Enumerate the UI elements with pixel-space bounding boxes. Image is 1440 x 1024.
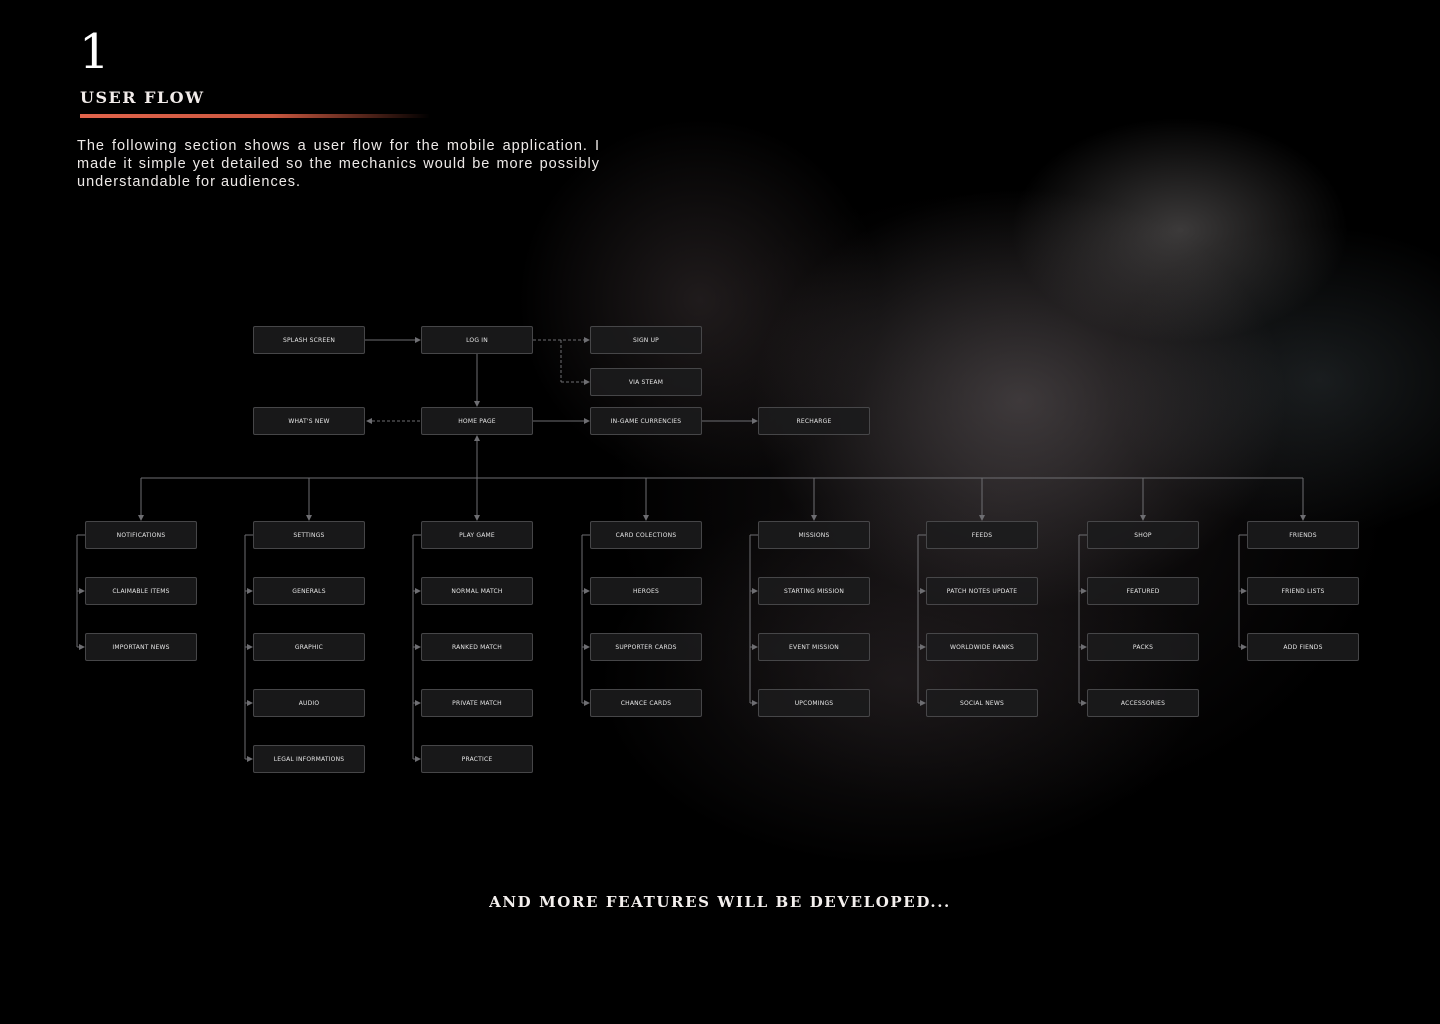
section-item-graphic[interactable]: GRAPHIC [253, 633, 365, 661]
node-in-game-currencies[interactable]: IN-GAME CURRENCIES [590, 407, 702, 435]
section-header-friends[interactable]: FRIENDS [1247, 521, 1359, 549]
section-header-card-colections[interactable]: CARD COLECTIONS [590, 521, 702, 549]
section-item-patch-notes-update[interactable]: PATCH NOTES UPDATE [926, 577, 1038, 605]
page-number: 1 [79, 24, 110, 80]
section-item-normal-match[interactable]: NORMAL MATCH [421, 577, 533, 605]
section-item-social-news[interactable]: SOCIAL NEWS [926, 689, 1038, 717]
node-via-steam[interactable]: VIA STEAM [590, 368, 702, 396]
section-description: The following section shows a user flow … [77, 138, 600, 190]
section-item-ranked-match[interactable]: RANKED MATCH [421, 633, 533, 661]
section-item-chance-cards[interactable]: CHANCE CARDS [590, 689, 702, 717]
title-underline [80, 114, 430, 118]
section-item-private-match[interactable]: PRIVATE MATCH [421, 689, 533, 717]
node-sign-up[interactable]: SIGN UP [590, 326, 702, 354]
section-item-generals[interactable]: GENERALS [253, 577, 365, 605]
section-header-feeds[interactable]: FEEDS [926, 521, 1038, 549]
section-header-missions[interactable]: MISSIONS [758, 521, 870, 549]
section-item-legal-informations[interactable]: LEGAL INFORMATIONS [253, 745, 365, 773]
node-log-in[interactable]: LOG IN [421, 326, 533, 354]
section-item-friend-lists[interactable]: FRIEND LISTS [1247, 577, 1359, 605]
section-item-starting-mission[interactable]: STARTING MISSION [758, 577, 870, 605]
section-item-claimable-items[interactable]: CLAIMABLE ITEMS [85, 577, 197, 605]
section-item-featured[interactable]: FEATURED [1087, 577, 1199, 605]
section-item-upcomings[interactable]: UPCOMINGS [758, 689, 870, 717]
section-item-worldwide-ranks[interactable]: WORLDWIDE RANKS [926, 633, 1038, 661]
section-header-shop[interactable]: SHOP [1087, 521, 1199, 549]
section-item-accessories[interactable]: ACCESSORIES [1087, 689, 1199, 717]
node-recharge[interactable]: RECHARGE [758, 407, 870, 435]
section-item-event-mission[interactable]: EVENT MISSION [758, 633, 870, 661]
page-title: USER FLOW [80, 88, 205, 107]
section-item-heroes[interactable]: HEROES [590, 577, 702, 605]
section-item-packs[interactable]: PACKS [1087, 633, 1199, 661]
node-splash-screen[interactable]: SPLASH SCREEN [253, 326, 365, 354]
section-header-settings[interactable]: SETTINGS [253, 521, 365, 549]
section-header-notifications[interactable]: NOTIFICATIONS [85, 521, 197, 549]
footer-note: AND MORE FEATURES WILL BE DEVELOPED... [489, 893, 951, 911]
section-item-supporter-cards[interactable]: SUPPORTER CARDS [590, 633, 702, 661]
section-item-important-news[interactable]: IMPORTANT NEWS [85, 633, 197, 661]
section-item-audio[interactable]: AUDIO [253, 689, 365, 717]
node-whats-new[interactable]: WHAT'S NEW [253, 407, 365, 435]
section-item-add-fiends[interactable]: ADD FIENDS [1247, 633, 1359, 661]
section-item-practice[interactable]: PRACTICE [421, 745, 533, 773]
section-header-play-game[interactable]: PLAY GAME [421, 521, 533, 549]
node-home-page[interactable]: HOME PAGE [421, 407, 533, 435]
